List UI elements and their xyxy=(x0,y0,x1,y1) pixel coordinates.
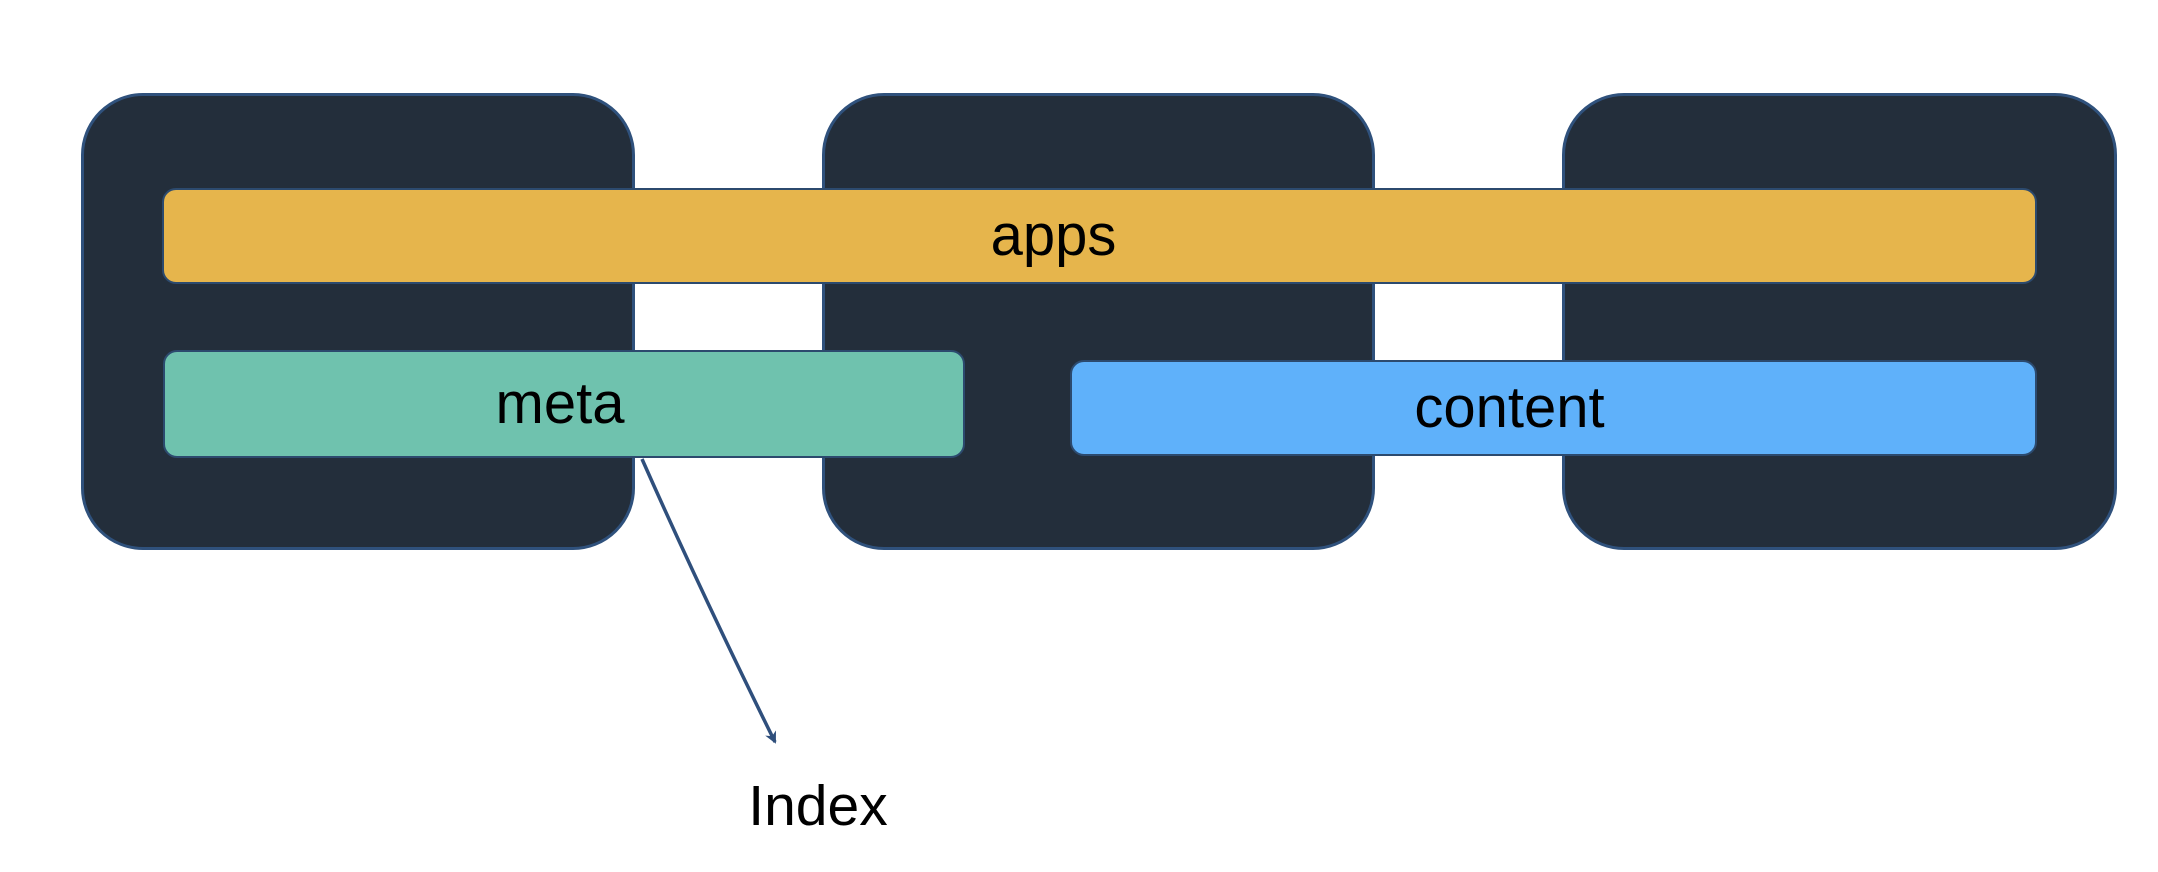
meta-bar: meta xyxy=(163,350,965,458)
container-block-middle xyxy=(822,93,1375,550)
apps-bar-label: apps xyxy=(990,203,1117,268)
meta-bar-label: meta xyxy=(495,371,625,436)
apps-bar: apps xyxy=(162,188,2037,284)
content-bar: content xyxy=(1070,360,2037,456)
container-block-left xyxy=(81,93,635,550)
container-block-right xyxy=(1562,93,2117,550)
index-label: Index xyxy=(748,774,888,838)
content-bar-label: content xyxy=(1414,375,1605,440)
